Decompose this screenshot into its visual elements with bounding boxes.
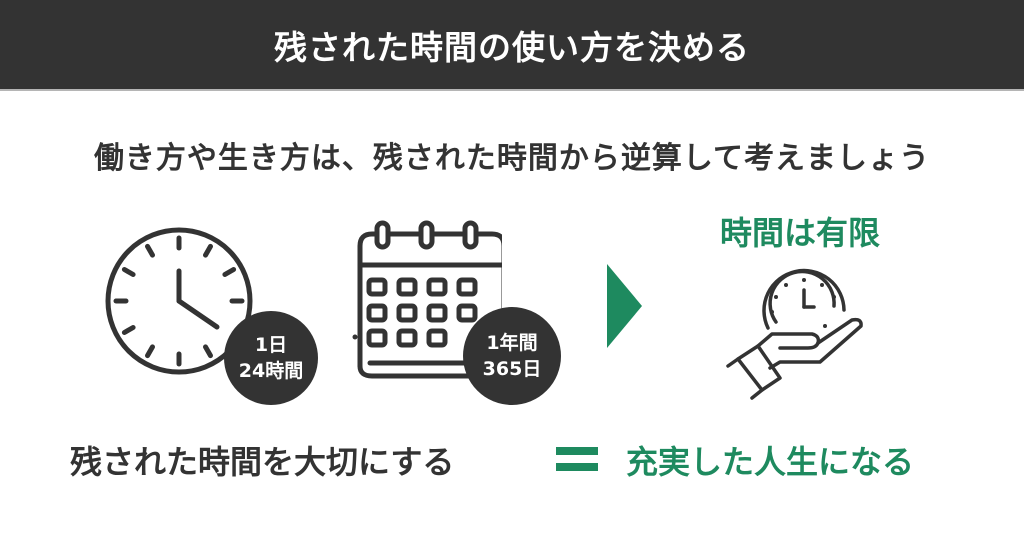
day-hours-badge: 1日 24時間: [224, 311, 318, 405]
page-title: 残された時間の使い方を決める: [274, 27, 750, 67]
subtitle: 働き方や生き方は、残された時間から逆算して考えましょう: [93, 141, 931, 176]
fulfilling-life-text: 充実した人生になる: [626, 443, 915, 481]
clock-icon: [105, 227, 253, 375]
badge-line-2: 24時間: [238, 360, 304, 382]
badge-line-1: 1日: [254, 334, 288, 356]
year-days-badge: 1年間 365日: [463, 307, 561, 405]
header-bar: 残された時間の使い方を決める: [0, 0, 1024, 91]
badge-line-1: 1年間: [486, 332, 538, 354]
time-is-limited-heading: 時間は有限: [719, 214, 880, 252]
badge-line-2: 365日: [482, 358, 542, 380]
equals-icon: [556, 447, 598, 471]
calendar-icon: [352, 220, 502, 379]
hand-holding-clock-icon: [726, 268, 863, 400]
triangle-right-icon: [607, 264, 642, 348]
cherish-time-text: 残された時間を大切にする: [70, 443, 455, 481]
